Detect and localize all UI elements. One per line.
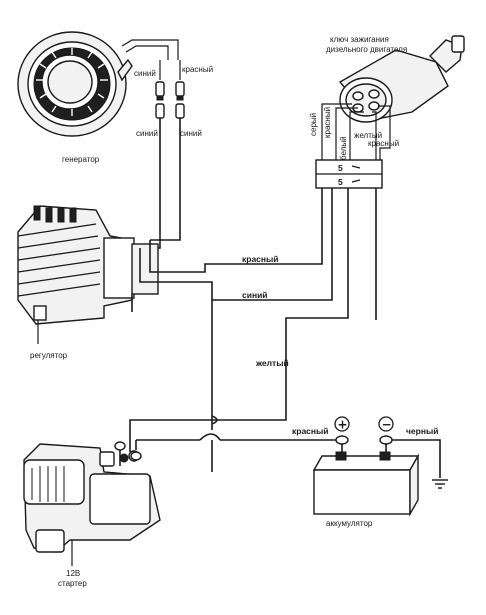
battery-clamps xyxy=(335,435,393,445)
regulator-label: регулятор xyxy=(30,351,68,360)
wire-label-gen-blue-bottom: синий xyxy=(136,129,158,138)
negative-symbol: − xyxy=(382,418,392,432)
ignition-key xyxy=(338,35,465,123)
wire-label-key-red2: красный xyxy=(368,139,399,148)
key-wires xyxy=(321,103,391,160)
battery xyxy=(312,451,420,517)
wire-label-key-red: красный xyxy=(323,107,332,138)
generator-fins xyxy=(36,48,108,116)
negative-terminal-icon: − xyxy=(378,416,394,432)
wire-label-blue-main: синий xyxy=(242,290,268,300)
key-connector: 5 5 xyxy=(315,159,383,189)
wire-label-key-gray: серый xyxy=(309,113,318,136)
positive-symbol: + xyxy=(338,418,348,432)
wire-label-gen-red-top: красный xyxy=(182,65,213,74)
connector-mark-top: 5 xyxy=(338,163,343,173)
starter xyxy=(23,443,161,553)
ignition-key-label-2: дизельного двигателя xyxy=(326,45,407,54)
wire-label-gen-blue-bottom2: синий xyxy=(180,129,202,138)
battery-label: аккумулятор xyxy=(326,519,373,528)
positive-terminal-icon: + xyxy=(334,416,350,432)
starter-connectors xyxy=(114,441,142,461)
wire-label-key-yellow: желтый xyxy=(354,131,382,140)
ignition-key-label-1: ключ зажигания xyxy=(330,35,389,44)
wire-crossovers xyxy=(199,415,221,441)
regulator xyxy=(17,205,159,325)
wire-label-yellow-main: желтый xyxy=(255,358,289,368)
generator-wires xyxy=(121,39,181,80)
generator-label: генератор xyxy=(62,155,100,164)
starter-label-1: 12В xyxy=(66,569,80,578)
wire-label-gen-blue-top: синий xyxy=(134,69,156,78)
generator xyxy=(17,31,133,137)
wire-label-battery-black: черный xyxy=(406,426,438,436)
wire-label-battery-red: красный xyxy=(292,426,329,436)
generator-connectors xyxy=(155,81,185,119)
starter-label-2: стартер xyxy=(58,579,87,588)
ground-icon xyxy=(432,479,448,489)
wire-label-key-white: белый xyxy=(339,136,348,160)
connector-mark-bottom: 5 xyxy=(338,177,343,187)
wire-label-red-main: красный xyxy=(242,254,279,264)
